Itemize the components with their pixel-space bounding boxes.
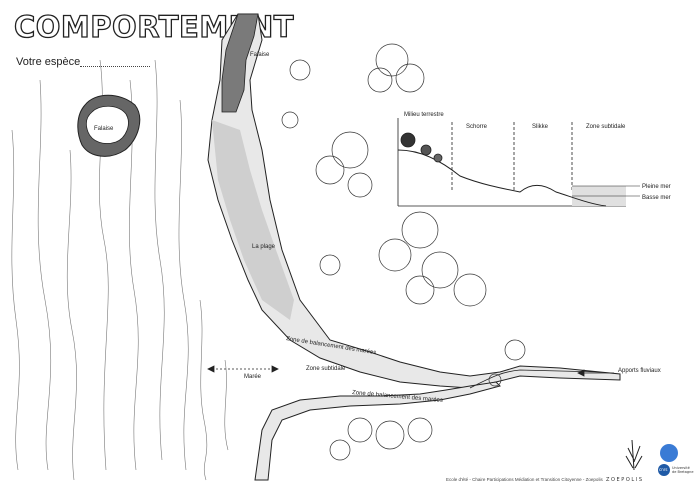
plant-logo-icon	[626, 440, 642, 470]
profile-zone-subtidale: Zone subtidale	[586, 124, 626, 130]
zoepolis-logo: Z O E P O L I S	[606, 477, 642, 483]
footer-credits: Ecole d'été - Chaire Participations Médi…	[446, 477, 603, 482]
profile-schorre: Schorre	[466, 124, 488, 130]
label-maree: Marée	[244, 374, 262, 380]
profile-basse-mer: Basse mer	[642, 195, 671, 201]
univ-logo: Université de Bretagne	[672, 466, 694, 474]
label-falaise-island: Falaise	[94, 126, 114, 132]
profile-slikke: Slikke	[532, 124, 549, 130]
tidal-profile	[398, 118, 640, 206]
profile-milieu-terrestre: Milieu terrestre	[404, 112, 444, 118]
globe-logo-icon	[660, 444, 678, 462]
label-falaise-coast: Falaise	[250, 52, 270, 58]
label-apports-fluviaux: Apports fluviaux	[618, 368, 661, 374]
label-zone-subtidale: Zone subtidale	[306, 366, 346, 372]
tide-arrow	[208, 366, 278, 372]
label-plage: La plage	[252, 244, 276, 250]
cnrs-logo: cnrs	[659, 467, 667, 472]
profile-pleine-mer: Pleine mer	[642, 184, 671, 190]
